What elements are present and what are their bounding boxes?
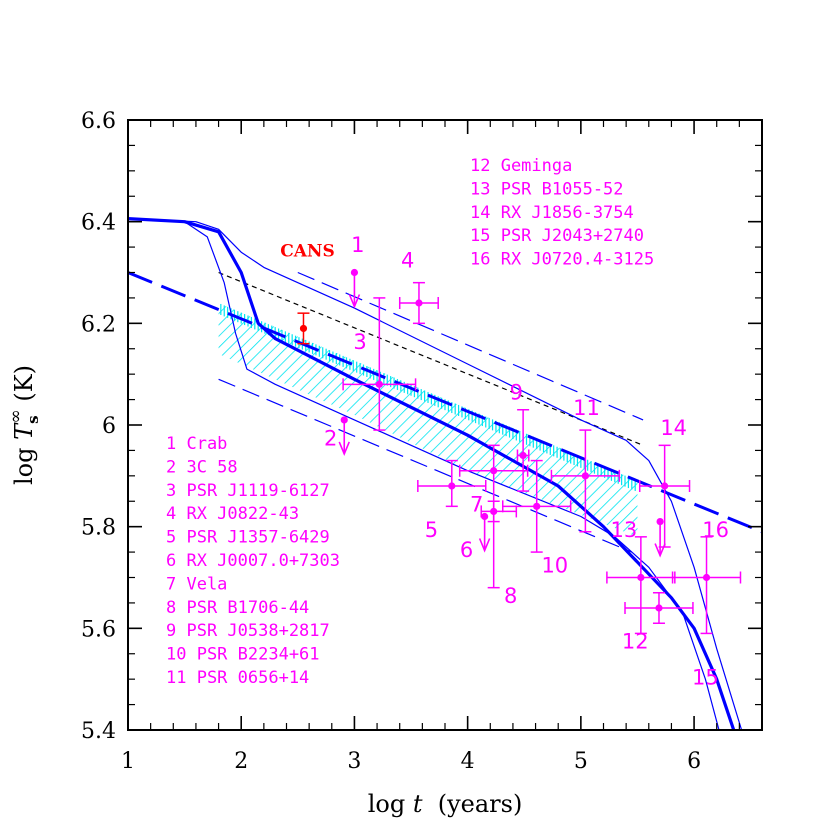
data-point-9 <box>516 409 530 492</box>
lower-dashed-curve <box>218 378 633 553</box>
data-point-14 <box>638 444 691 548</box>
y-tick-label: 5.8 <box>81 516 116 541</box>
data-point-5 <box>417 459 487 508</box>
legend-entry: 15 PSR J2043+2740 <box>470 226 644 246</box>
y-tick-label: 5.4 <box>81 719 116 744</box>
legend-entry: 5 PSR J1357-6429 <box>166 528 330 548</box>
data-point-16 <box>671 536 742 635</box>
point-label: 10 <box>541 553 568 577</box>
y-tick-label: 6 <box>102 414 116 439</box>
hatched-region <box>218 303 638 537</box>
legend: 1 Crab 2 3C 58 3 PSR J1119-6127 4 RX J0822-… <box>166 156 654 688</box>
x-tick-label: 5 <box>574 749 588 774</box>
point-label: 12 <box>622 630 649 654</box>
x-tick-label: 6 <box>687 749 701 774</box>
point-label: 14 <box>660 416 687 440</box>
x-tick-label: 4 <box>461 749 475 774</box>
legend-entry: 11 PSR 0656+14 <box>166 668 309 688</box>
x-axis-title: log t (years) <box>368 790 523 818</box>
point-label: 7 <box>470 492 483 516</box>
y-tick-label: 6.4 <box>81 211 116 236</box>
legend-entry: 7 Vela <box>166 574 227 594</box>
data-point-10 <box>501 459 572 553</box>
x-tick-label: 1 <box>121 749 135 774</box>
legend-entry: 4 RX J0822-43 <box>166 504 299 524</box>
legend-entry: 2 3C 58 <box>166 457 238 477</box>
upper-dashed-curve <box>297 271 644 421</box>
point-label: 5 <box>425 518 438 542</box>
point-label: 15 <box>692 665 719 689</box>
legend-entry: 8 PSR B1706-44 <box>166 598 309 618</box>
point-label: 16 <box>702 518 729 542</box>
thick-dashed-curve <box>128 271 762 534</box>
data-point-8 <box>458 444 529 589</box>
y-tick-label: 6.6 <box>81 109 116 134</box>
legend-entry: 6 RX J0007.0+7303 <box>166 551 340 571</box>
legend-entry: 9 PSR J0538+2817 <box>166 621 330 641</box>
point-label: 2 <box>324 426 337 450</box>
point-label: 1 <box>351 233 364 257</box>
data-point-4 <box>398 281 439 325</box>
cans-label: CANS <box>280 241 335 261</box>
y-axis-title: log Ts∞ (K) <box>6 365 42 485</box>
data-point-13 <box>654 517 666 558</box>
x-tick-label: 3 <box>347 749 361 774</box>
data-point-3 <box>342 297 417 431</box>
data-point-1 <box>348 268 361 309</box>
point-label: 9 <box>510 381 523 405</box>
legend-entry: 16 RX J0720.4-3125 <box>470 250 654 270</box>
data-point-12 <box>606 536 676 635</box>
point-label: 6 <box>460 538 473 562</box>
data-point-15 <box>624 592 694 624</box>
cans-point <box>297 312 310 345</box>
legend-entry: 3 PSR J1119-6127 <box>166 481 330 501</box>
point-label: 8 <box>504 584 517 608</box>
legend-entry: 13 PSR B1055-52 <box>470 179 624 199</box>
y-tick-label: 5.6 <box>81 617 116 642</box>
legend-entry: 10 PSR B2234+61 <box>166 645 320 665</box>
data-point-2 <box>338 416 350 456</box>
legend-entry: 1 Crab <box>166 434 227 454</box>
point-label: 4 <box>401 248 414 272</box>
thick-cooling-curve <box>128 217 736 730</box>
data-point-11 <box>550 429 621 533</box>
legend-entry: 14 RX J1856-3754 <box>470 203 634 223</box>
data-point-6 <box>478 512 491 553</box>
data-points: CANS <box>280 241 742 635</box>
thin-upper-curve <box>128 218 743 730</box>
point-label: 11 <box>573 396 600 420</box>
point-label: 13 <box>611 518 638 542</box>
cooling-curves <box>128 217 762 730</box>
x-tick-label: 2 <box>234 749 248 774</box>
reference-dashed-line <box>218 271 644 446</box>
y-tick-label: 6.2 <box>81 312 116 337</box>
point-label: 3 <box>353 330 366 354</box>
legend-entry: 12 Geminga <box>470 156 572 176</box>
